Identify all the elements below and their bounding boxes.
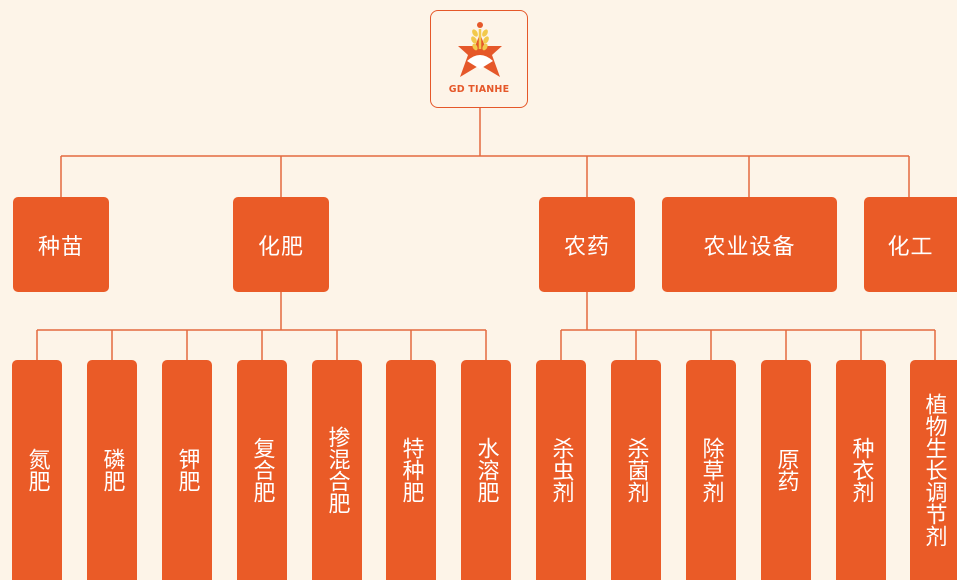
category-fertilizer[interactable]: 化肥 [233, 197, 329, 292]
category-chemical[interactable]: 化工 [864, 197, 957, 292]
fertilizer-item-potash[interactable]: 钾肥 [162, 360, 212, 580]
pesticide-item-fungicide[interactable]: 杀菌剂 [611, 360, 661, 580]
company-logo[interactable]: GD TIANHE [430, 10, 528, 108]
pesticide-item-herbicide[interactable]: 除草剂 [686, 360, 736, 580]
pesticide-item-seed-coating[interactable]: 种衣剂 [836, 360, 886, 580]
category-seedlings[interactable]: 种苗 [13, 197, 109, 292]
star-wheat-logo-icon [458, 22, 502, 77]
category-agri-equipment[interactable]: 农业设备 [662, 197, 837, 292]
pesticide-item-plant-growth-regulator[interactable]: 植物生长调节剂 [910, 360, 957, 580]
pesticide-item-technical[interactable]: 原药 [761, 360, 811, 580]
logo-text: GD TIANHE [448, 84, 510, 95]
fertilizer-item-nitrogen[interactable]: 氮肥 [12, 360, 62, 580]
fertilizer-item-phosphate[interactable]: 磷肥 [87, 360, 137, 580]
fertilizer-item-blended[interactable]: 掺混合肥 [312, 360, 362, 580]
fertilizer-item-water-soluble[interactable]: 水溶肥 [461, 360, 511, 580]
fertilizer-item-compound[interactable]: 复合肥 [237, 360, 287, 580]
category-pesticide[interactable]: 农药 [539, 197, 635, 292]
pesticide-item-insecticide[interactable]: 杀虫剂 [536, 360, 586, 580]
fertilizer-item-specialty[interactable]: 特种肥 [386, 360, 436, 580]
